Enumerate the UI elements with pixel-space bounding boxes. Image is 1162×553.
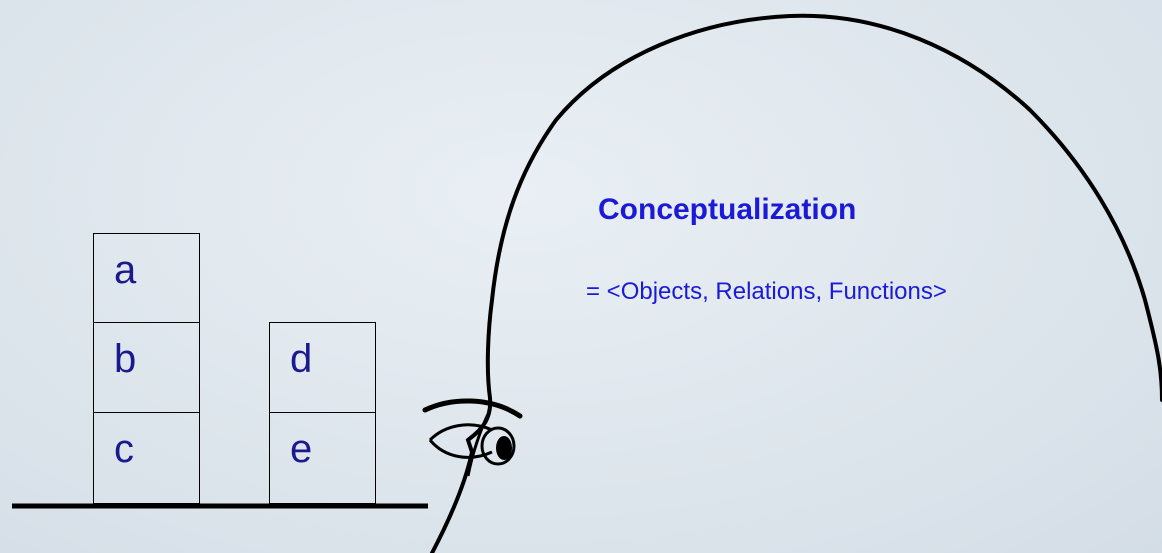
block-a-label: a (114, 248, 137, 292)
block-d: d (269, 322, 376, 413)
block-e-label: e (290, 427, 313, 471)
eye-icon (422, 398, 523, 477)
block-b: b (93, 322, 200, 413)
concept-definition: = <Objects, Relations, Functions> (586, 278, 947, 305)
block-b-label: b (114, 337, 137, 381)
block-d-label: d (290, 337, 313, 381)
block-a: a (93, 233, 200, 323)
concept-title: Conceptualization (598, 193, 857, 226)
block-c-label: c (114, 427, 134, 471)
block-e: e (269, 412, 376, 504)
block-c: c (93, 412, 200, 504)
